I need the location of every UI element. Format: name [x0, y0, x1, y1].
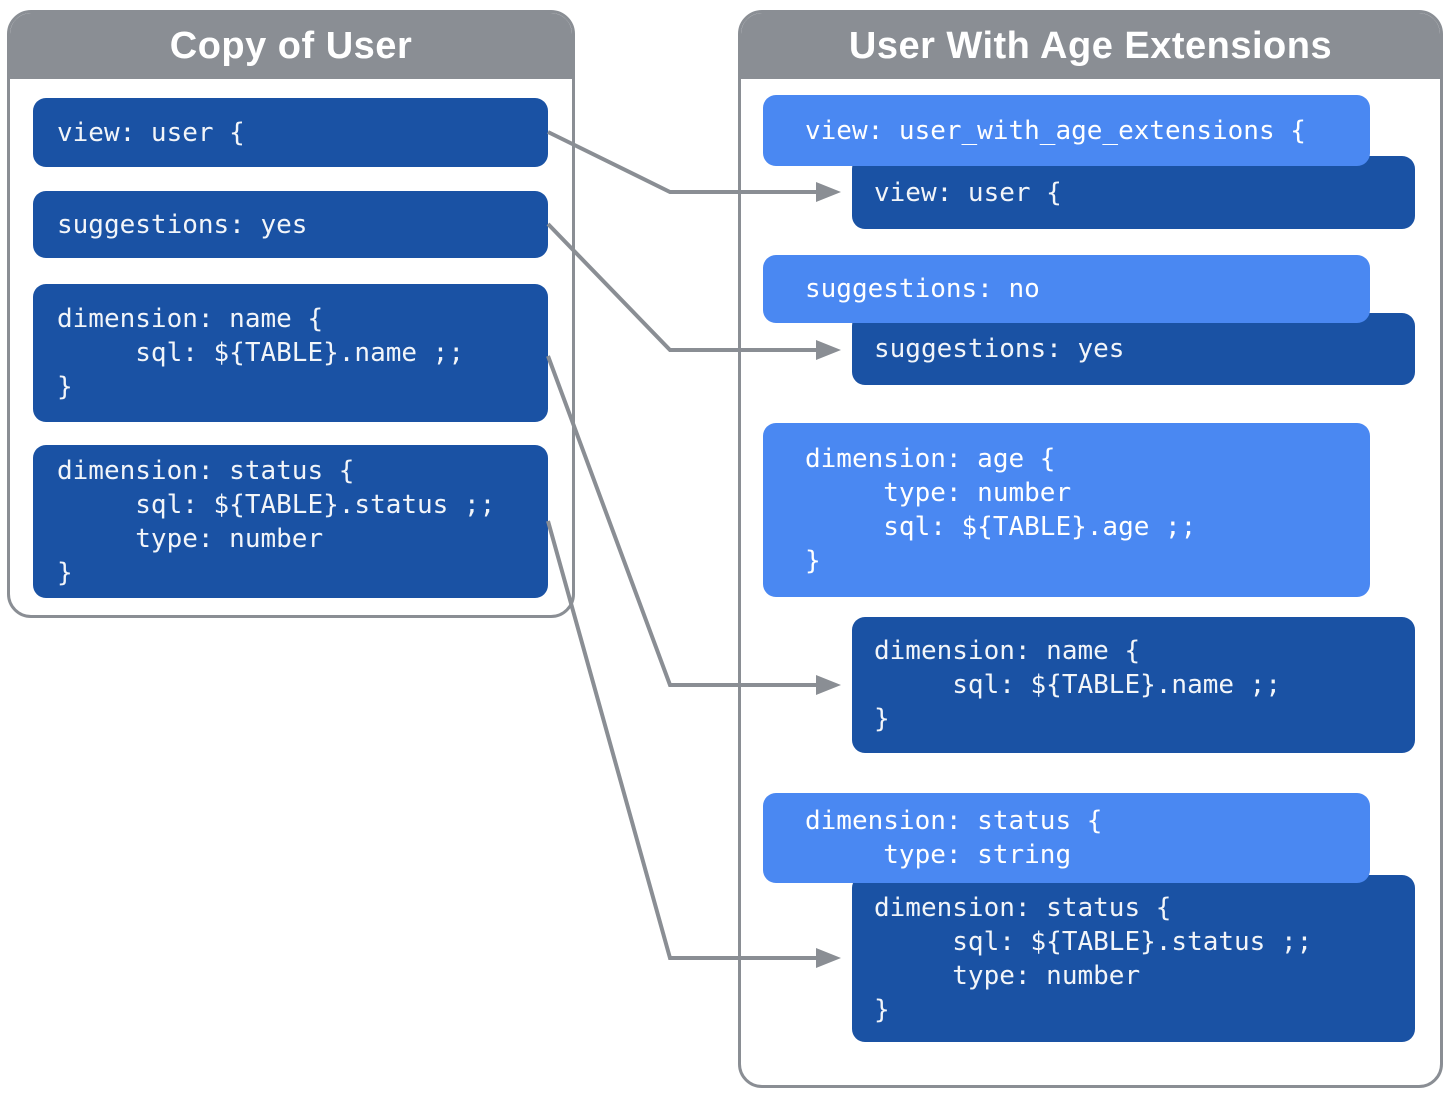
code-block-left-suggestions-yes: suggestions: yes	[33, 191, 548, 258]
code-block-left-view-user: view: user {	[33, 98, 548, 167]
panel-copy-of-user-header: Copy of User	[10, 13, 572, 79]
code-text-right-dimension-age: dimension: age { type: number sql: ${TAB…	[805, 444, 1197, 576]
code-text-right-view-extension: view: user_with_age_extensions {	[805, 115, 1306, 146]
code-block-right-dimension-status-override: dimension: status { type: string	[763, 793, 1370, 883]
code-text-left-dimension-name: dimension: name { sql: ${TABLE}.name ;; …	[57, 304, 464, 402]
code-text-right-dimension-status-original: dimension: status { sql: ${TABLE}.status…	[874, 892, 1313, 1025]
code-block-right-dimension-age: dimension: age { type: number sql: ${TAB…	[763, 423, 1370, 597]
code-block-left-dimension-name: dimension: name { sql: ${TABLE}.name ;; …	[33, 284, 548, 422]
panel-user-with-age-extensions-header: User With Age Extensions	[741, 13, 1440, 79]
code-text-right-dimension-name: dimension: name { sql: ${TABLE}.name ;; …	[874, 636, 1281, 734]
code-text-left-view-user: view: user {	[57, 117, 245, 148]
code-block-right-view-user-original: view: user {	[852, 156, 1415, 229]
panel-copy-of-user-title: Copy of User	[169, 24, 413, 67]
code-text-right-view-user-original: view: user {	[874, 177, 1062, 208]
code-text-left-suggestions-yes: suggestions: yes	[57, 209, 308, 240]
code-block-right-view-extension: view: user_with_age_extensions {	[763, 95, 1370, 166]
panel-user-with-age-extensions-title: User With Age Extensions	[848, 24, 1333, 67]
code-text-right-dimension-status-override: dimension: status { type: string	[805, 806, 1103, 870]
code-block-right-dimension-name: dimension: name { sql: ${TABLE}.name ;; …	[852, 617, 1415, 753]
code-text-right-suggestions-override: suggestions: no	[805, 274, 1040, 304]
code-block-right-suggestions-original: suggestions: yes	[852, 313, 1415, 385]
code-block-left-dimension-status: dimension: status { sql: ${TABLE}.status…	[33, 445, 548, 598]
code-block-right-dimension-status-original: dimension: status { sql: ${TABLE}.status…	[852, 875, 1415, 1042]
code-block-right-suggestions-override: suggestions: no	[763, 255, 1370, 323]
code-text-right-suggestions-original: suggestions: yes	[874, 334, 1125, 364]
code-text-left-dimension-status: dimension: status { sql: ${TABLE}.status…	[57, 455, 496, 588]
